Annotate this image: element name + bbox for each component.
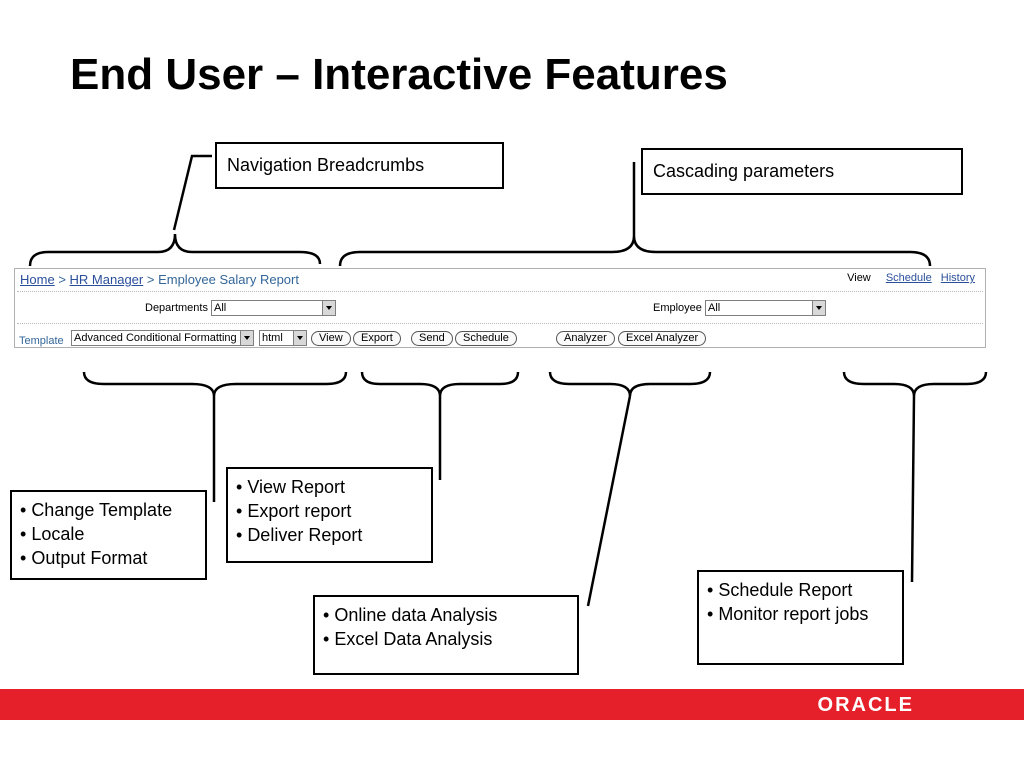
callout-cascading-text: Cascading parameters	[653, 161, 835, 181]
list-item: View Report	[236, 475, 423, 499]
list-item: Monitor report jobs	[707, 602, 894, 626]
chevron-down-icon[interactable]	[322, 301, 335, 315]
callout-cascading: Cascading parameters	[641, 148, 963, 195]
breadcrumb-separator: >	[58, 272, 66, 287]
breadcrumb-current: Employee Salary Report	[158, 272, 299, 287]
template-select-value: Advanced Conditional Formatting	[74, 332, 237, 344]
divider	[17, 323, 983, 324]
chevron-down-icon[interactable]	[293, 331, 306, 345]
divider	[17, 291, 983, 292]
departments-label: Departments	[145, 302, 208, 314]
template-select[interactable]: Advanced Conditional Formatting	[71, 330, 254, 346]
footer-bar: ORACLE	[0, 689, 1024, 720]
slide-title: End User – Interactive Features	[70, 50, 728, 99]
output-format-select-value: html	[262, 332, 283, 344]
list-item: Export report	[236, 499, 423, 523]
employee-label: Employee	[653, 302, 702, 314]
departments-select[interactable]: All	[211, 300, 336, 316]
list-item: Change Template	[20, 498, 197, 522]
list-item: Deliver Report	[236, 523, 423, 547]
oracle-logo: ORACLE	[817, 694, 914, 716]
employee-select[interactable]: All	[705, 300, 826, 316]
view-button[interactable]: View	[311, 331, 351, 346]
chevron-down-icon[interactable]	[812, 301, 825, 315]
callout-breadcrumbs-text: Navigation Breadcrumbs	[227, 155, 425, 175]
callout-view-features: View Report Export report Deliver Report	[226, 467, 433, 563]
breadcrumb-separator: >	[146, 272, 155, 287]
list-item: Excel Data Analysis	[323, 627, 569, 651]
view-tab-current: View	[847, 272, 871, 284]
chevron-down-icon[interactable]	[240, 331, 253, 345]
callout-analysis-features: Online data Analysis Excel Data Analysis	[313, 595, 579, 675]
callout-schedule-features: Schedule Report Monitor report jobs	[697, 570, 904, 665]
breadcrumb-hr-manager-link[interactable]: HR Manager	[69, 272, 144, 287]
callout-template-features: Change Template Locale Output Format	[10, 490, 207, 580]
departments-select-value: All	[214, 302, 227, 314]
report-top-links: View Schedule History	[847, 272, 975, 284]
export-button[interactable]: Export	[353, 331, 401, 346]
report-viewer: Home > HR Manager > Employee Salary Repo…	[14, 268, 986, 348]
list-item: Schedule Report	[707, 578, 894, 602]
output-format-select[interactable]: html	[259, 330, 307, 346]
history-link[interactable]: History	[940, 272, 975, 284]
excel-analyzer-button[interactable]: Excel Analyzer	[618, 331, 707, 346]
breadcrumb-home-link[interactable]: Home	[20, 272, 55, 287]
list-item: Online data Analysis	[323, 603, 569, 627]
send-button[interactable]: Send	[411, 331, 453, 346]
analyzer-button[interactable]: Analyzer	[556, 331, 615, 346]
callout-breadcrumbs: Navigation Breadcrumbs	[215, 142, 504, 189]
list-item: Locale	[20, 522, 197, 546]
list-item: Output Format	[20, 546, 197, 570]
template-label: Template	[19, 335, 64, 347]
employee-select-value: All	[708, 302, 721, 314]
breadcrumb: Home > HR Manager > Employee Salary Repo…	[20, 272, 299, 287]
schedule-button[interactable]: Schedule	[455, 331, 517, 346]
schedule-link[interactable]: Schedule	[885, 272, 932, 284]
